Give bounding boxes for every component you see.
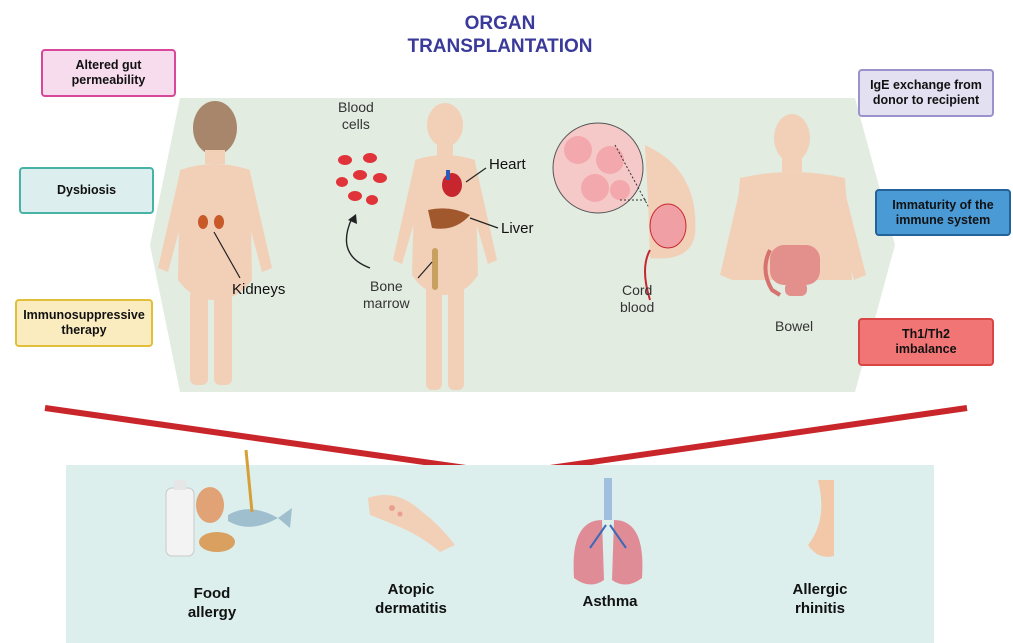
label-text: Bowel (775, 318, 813, 335)
label-text: Liver (501, 220, 534, 237)
condition-line-1: Asthma (565, 592, 655, 611)
condition-line-2: dermatitis (356, 599, 466, 618)
condition-atopic-dermatitis: Atopic dermatitis (356, 580, 466, 618)
condition-line-2: allergy (172, 603, 252, 622)
factor-label-line-2: immune system (892, 213, 993, 228)
label-line-2: blood (620, 299, 654, 316)
title-line-1: ORGAN (380, 12, 620, 35)
factor-label: Dysbiosis (57, 183, 116, 198)
diagram-title: ORGAN TRANSPLANTATION (380, 12, 620, 58)
label-line-2: marrow (363, 295, 410, 312)
label-line-1: Cord (620, 282, 654, 299)
title-line-2: TRANSPLANTATION (380, 35, 620, 58)
condition-line-2: rhinitis (770, 599, 870, 618)
label-bowel: Bowel (775, 318, 813, 335)
factor-label-line-1: Altered gut (72, 58, 146, 73)
label-text: Heart (489, 156, 526, 173)
condition-asthma: Asthma (565, 592, 655, 611)
factor-label-line-1: IgE exchange from (870, 78, 982, 93)
factor-ige-exchange: IgE exchange from donor to recipient (858, 69, 994, 117)
factor-dysbiosis: Dysbiosis (19, 167, 154, 214)
factor-altered-gut-permeability: Altered gut permeability (41, 49, 176, 97)
convergence-chevron (45, 408, 967, 474)
label-line-1: Blood (338, 99, 374, 116)
label-blood-cells: Blood cells (338, 99, 374, 133)
label-line-2: cells (338, 116, 374, 133)
label-kidneys: Kidneys (232, 281, 285, 298)
condition-line-1: Food (172, 584, 252, 603)
label-text: Kidneys (232, 281, 285, 298)
factor-label-line-1: Immaturity of the (892, 198, 993, 213)
factor-label-line-2: therapy (23, 323, 145, 338)
condition-food-allergy: Food allergy (172, 584, 252, 622)
label-bone-marrow: Bone marrow (363, 278, 410, 312)
factor-label-line-1: Immunosuppressive (23, 308, 145, 323)
factor-immune-immaturity: Immaturity of the immune system (875, 189, 1011, 236)
bone-marrow-organ (432, 248, 438, 290)
factor-immunosuppressive-therapy: Immunosuppressive therapy (15, 299, 153, 347)
condition-allergic-rhinitis: Allergic rhinitis (770, 580, 870, 618)
factor-th1-th2-imbalance: Th1/Th2 imbalance (858, 318, 994, 366)
label-cord-blood: Cord blood (620, 282, 654, 316)
factor-label-line-1: Th1/Th2 (895, 327, 956, 342)
factor-label-line-2: permeability (72, 73, 146, 88)
label-liver: Liver (501, 220, 534, 237)
factor-label-line-2: donor to recipient (870, 93, 982, 108)
factor-label-line-2: imbalance (895, 342, 956, 357)
condition-line-1: Atopic (356, 580, 466, 599)
label-heart: Heart (489, 156, 526, 173)
condition-line-1: Allergic (770, 580, 870, 599)
label-line-1: Bone (363, 278, 410, 295)
